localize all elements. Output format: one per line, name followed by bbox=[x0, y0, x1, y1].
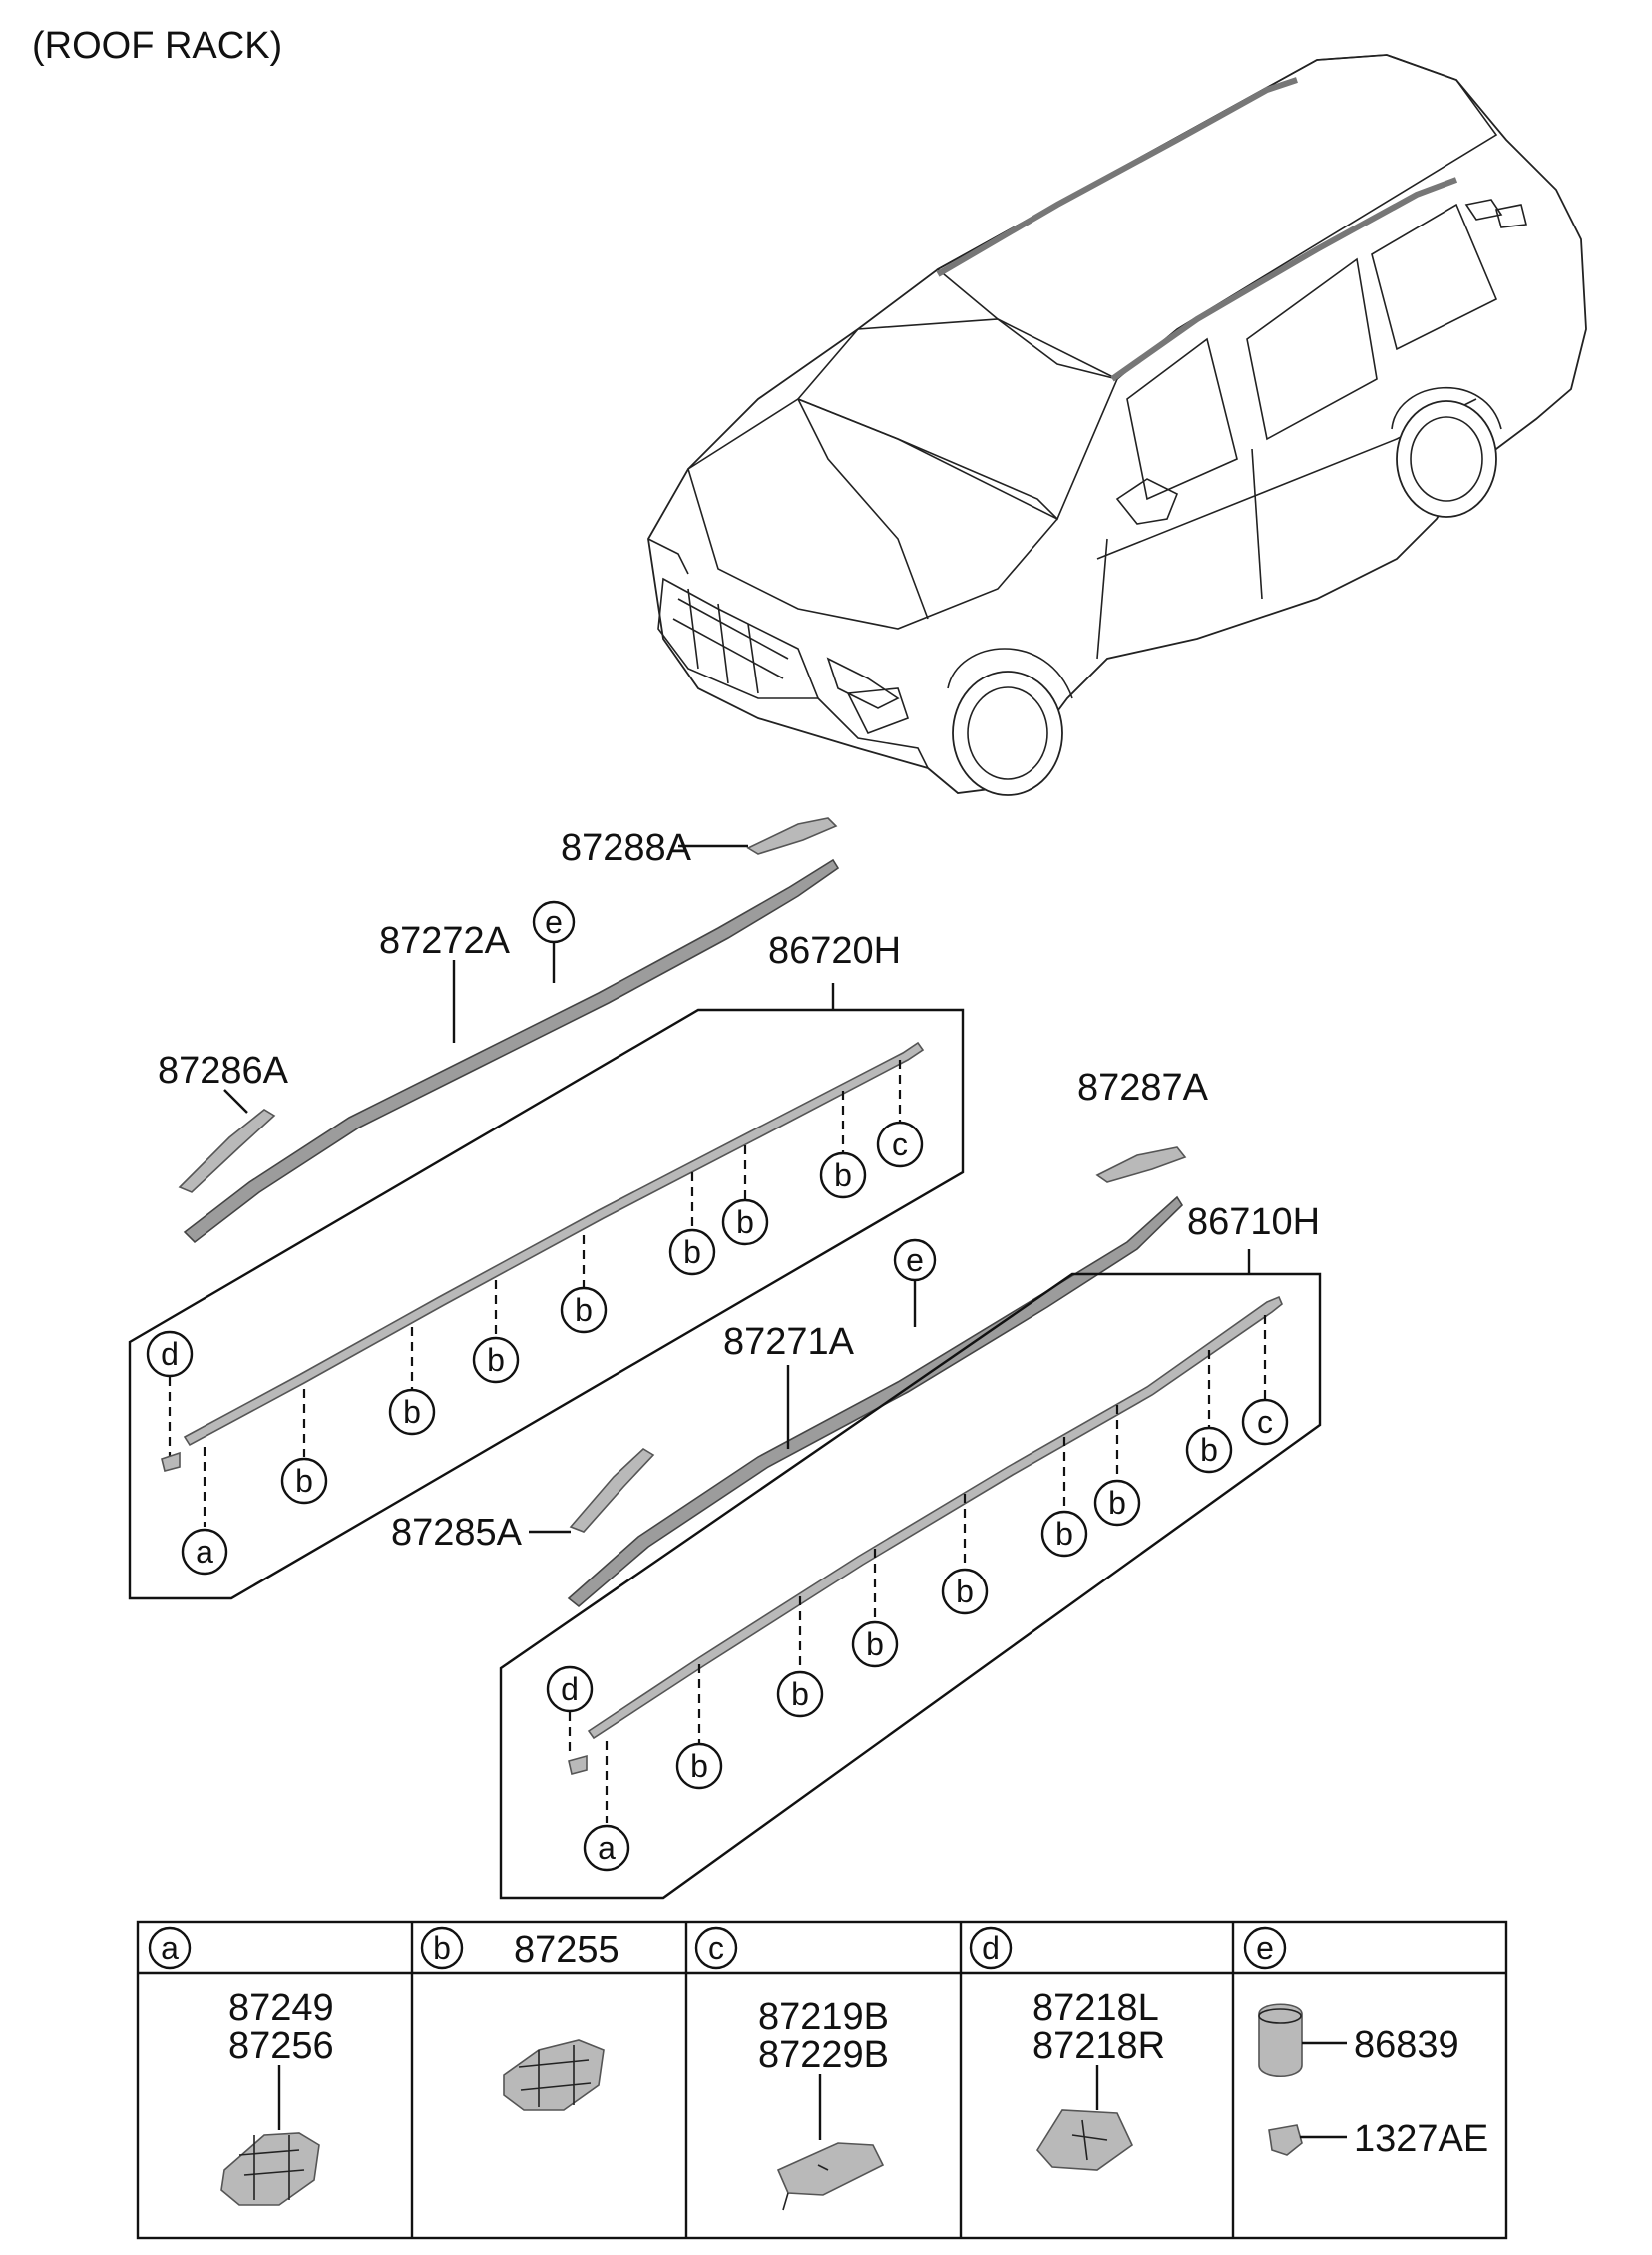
svg-text:e: e bbox=[1256, 1930, 1274, 1966]
rail-end-cap-87288A bbox=[746, 817, 838, 855]
svg-text:b: b bbox=[1200, 1432, 1218, 1468]
svg-text:c: c bbox=[892, 1127, 908, 1162]
rail-front-cap-87285A bbox=[569, 1448, 655, 1533]
grommet-part-86839 bbox=[1258, 2003, 1303, 2077]
callouts-86720H: d a b b b b b b b c bbox=[146, 1060, 924, 1576]
svg-text:b: b bbox=[956, 1574, 974, 1609]
svg-text:b: b bbox=[295, 1463, 313, 1499]
legend-d-part-2: 87218R bbox=[1032, 2026, 1165, 2067]
part-label-87272A: 87272A bbox=[379, 920, 511, 962]
legend-b-header: 87255 bbox=[514, 1929, 620, 1971]
roof-rail-87272A bbox=[183, 858, 840, 1244]
rail-base-86720H bbox=[183, 1041, 925, 1447]
svg-text:b: b bbox=[1055, 1516, 1073, 1552]
legend-cell-e: e 86839 1327AE bbox=[1243, 1926, 1488, 2160]
svg-text:e: e bbox=[906, 1242, 924, 1278]
svg-text:b: b bbox=[433, 1930, 451, 1966]
clip-part-b bbox=[503, 2039, 605, 2111]
part-label-87288A: 87288A bbox=[561, 827, 692, 869]
legend-cell-b: b 87255 bbox=[420, 1926, 620, 2111]
svg-text:b: b bbox=[736, 1204, 754, 1240]
svg-text:b: b bbox=[791, 1676, 809, 1712]
svg-text:b: b bbox=[866, 1626, 884, 1662]
legend-c-part-2: 87229B bbox=[758, 2034, 889, 2076]
svg-text:b: b bbox=[834, 1157, 852, 1193]
legend-cell-a: a 87249 87256 bbox=[148, 1926, 334, 2206]
part-label-86710H: 86710H bbox=[1187, 1201, 1320, 1243]
svg-text:b: b bbox=[487, 1342, 505, 1378]
part-label-87287A: 87287A bbox=[1077, 1067, 1209, 1109]
page-title: (ROOF RACK) bbox=[32, 25, 282, 67]
svg-text:b: b bbox=[683, 1234, 701, 1270]
svg-text:d: d bbox=[982, 1930, 1000, 1966]
bracket-part-c bbox=[776, 2142, 885, 2196]
svg-text:d: d bbox=[561, 1671, 579, 1707]
assembly-box-86720H bbox=[128, 1008, 965, 1600]
legend-c-part-1: 87219B bbox=[758, 1996, 889, 2037]
svg-text:c: c bbox=[1257, 1404, 1273, 1440]
legend-a-part-1: 87249 bbox=[228, 1987, 334, 2029]
svg-text:b: b bbox=[403, 1394, 421, 1430]
legend-e-part-1: 86839 bbox=[1354, 2025, 1459, 2066]
legend-cell-c: c 87219B 87229B bbox=[694, 1926, 889, 2211]
svg-text:c: c bbox=[708, 1930, 724, 1966]
svg-text:a: a bbox=[161, 1930, 179, 1966]
legend-table: a 87249 87256 b 87255 c 87219B 87229B bbox=[136, 1920, 1508, 2240]
svg-text:b: b bbox=[1108, 1485, 1126, 1521]
legend-cell-d: d 87218L 87218R bbox=[969, 1926, 1165, 2171]
svg-text:b: b bbox=[575, 1292, 593, 1328]
part-label-87286A: 87286A bbox=[158, 1050, 289, 1092]
part-label-87285A: 87285A bbox=[391, 1512, 523, 1554]
callouts-86710H: d a b b b b b b b c bbox=[546, 1315, 1289, 1872]
rail-end-cap-87287A bbox=[1095, 1146, 1187, 1183]
assembly-box-86710H bbox=[499, 1272, 1322, 1900]
clip-part-a bbox=[220, 2132, 320, 2206]
part-label-86720H: 86720H bbox=[768, 930, 901, 972]
rail-base-86710H bbox=[587, 1295, 1283, 1740]
callout-e-lower bbox=[893, 1238, 937, 1282]
svg-text:e: e bbox=[545, 904, 563, 940]
callout-e-upper bbox=[532, 900, 576, 944]
legend-a-part-2: 87256 bbox=[228, 2026, 334, 2067]
rail-front-cap-87286A bbox=[178, 1109, 276, 1193]
svg-text:a: a bbox=[598, 1830, 616, 1866]
svg-text:b: b bbox=[690, 1748, 708, 1784]
vehicle-illustration bbox=[647, 54, 1587, 796]
legend-e-part-2: 1327AE bbox=[1354, 2118, 1488, 2160]
nut-part-1327AE bbox=[1268, 2124, 1303, 2156]
legend-d-part-1: 87218L bbox=[1032, 1987, 1159, 2029]
roof-rail-87271A bbox=[567, 1195, 1184, 1608]
part-label-87271A: 87271A bbox=[723, 1321, 855, 1363]
svg-text:a: a bbox=[196, 1534, 213, 1570]
svg-text:d: d bbox=[161, 1336, 179, 1372]
